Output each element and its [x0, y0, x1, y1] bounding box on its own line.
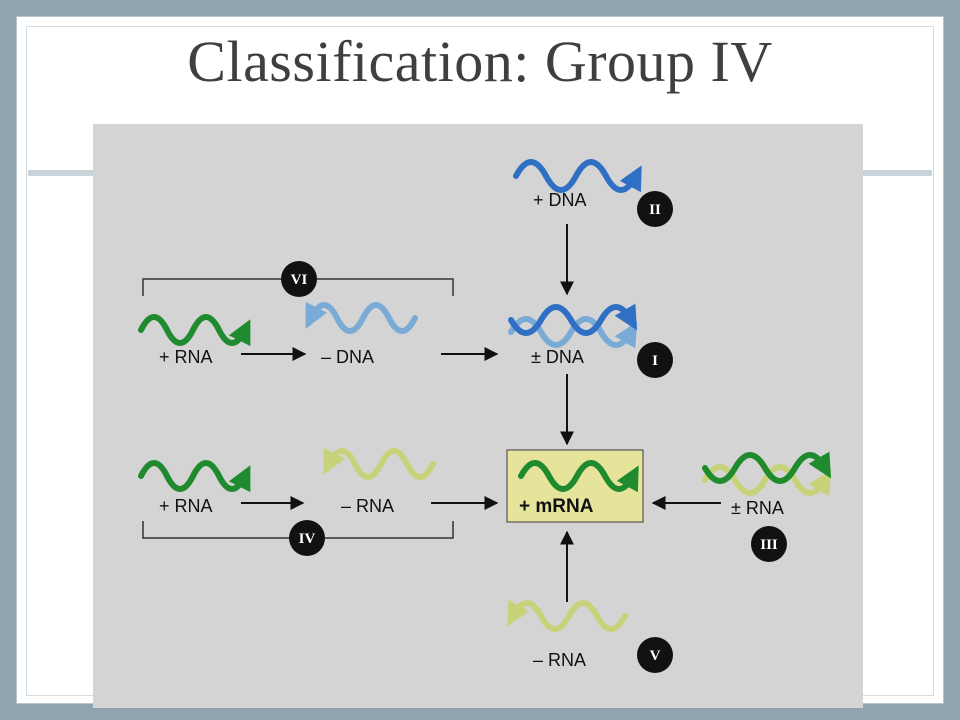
ds-dna-strand	[508, 303, 638, 349]
label-plus-rna-top: + RNA	[159, 347, 213, 367]
label-pm-rna: ± RNA	[731, 498, 784, 518]
label-plus-rna-mid: + RNA	[159, 496, 213, 516]
minus-rna-strand-mid	[323, 447, 436, 480]
group-badge-v: V	[637, 637, 673, 673]
label-minus-rna-mid: – RNA	[341, 496, 394, 516]
svg-text:III: III	[760, 537, 778, 553]
group-badge-vi: VI	[281, 261, 317, 297]
label-minus-dna: – DNA	[321, 347, 374, 367]
group-badge-iv: IV	[289, 520, 325, 556]
label-mrna: + mRNA	[519, 496, 594, 517]
group-badge-ii: II	[637, 191, 673, 227]
svg-text:II: II	[649, 202, 661, 218]
minus-rna-strand-bottom	[507, 599, 628, 632]
slide-title: Classification: Group IV	[187, 29, 773, 94]
label-pm-dna: ± DNA	[531, 347, 584, 367]
svg-text:IV: IV	[299, 531, 316, 547]
minus-dna-strand	[305, 301, 418, 334]
svg-text:I: I	[652, 353, 658, 369]
baltimore-diagram: + DNA II VI + RNA – DNA ± DNA I	[93, 124, 863, 708]
diagram-svg: + DNA II VI + RNA – DNA ± DNA I	[138, 159, 832, 673]
label-minus-rna-bottom: – RNA	[533, 650, 586, 670]
plus-dna-strand	[513, 159, 642, 193]
plus-rna-strand-mid	[138, 460, 251, 493]
label-plus-dna: + DNA	[533, 190, 587, 210]
plus-rna-strand-top	[138, 314, 251, 347]
group-badge-iii: III	[751, 526, 787, 562]
ds-rna-strand	[702, 451, 832, 497]
group-badge-i: I	[637, 342, 673, 378]
mrna-strand	[518, 460, 639, 493]
svg-text:V: V	[650, 648, 661, 664]
svg-text:VI: VI	[291, 272, 308, 288]
